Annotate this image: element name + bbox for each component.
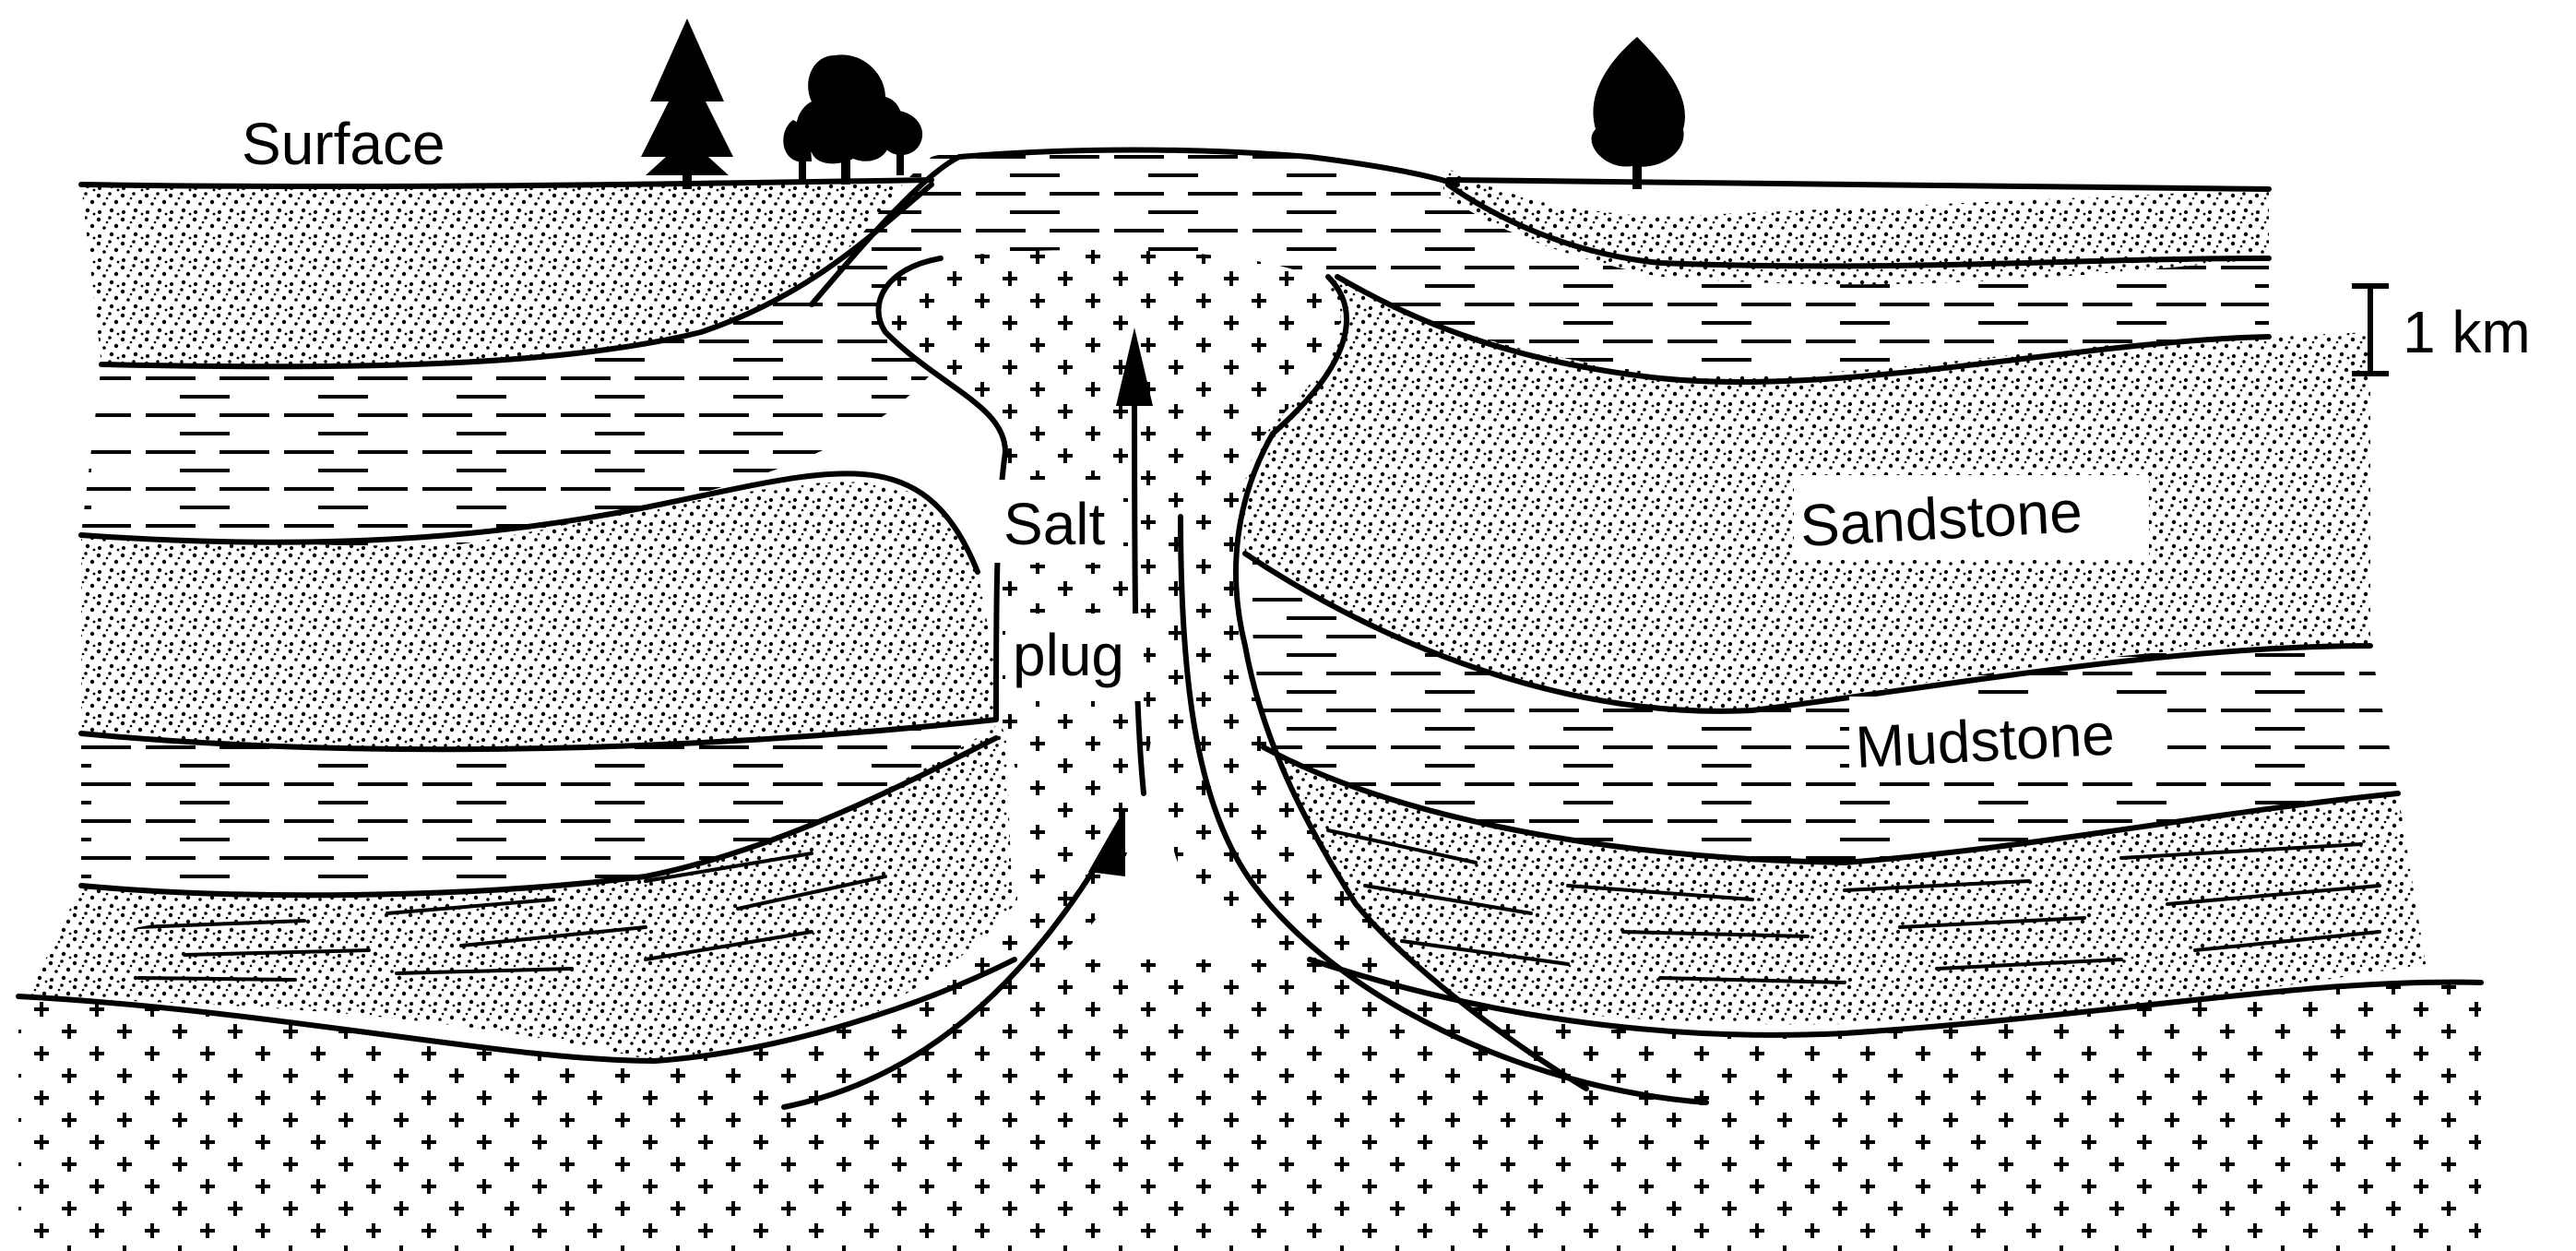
tree-icon <box>641 18 733 189</box>
tree-icon <box>1592 37 1685 189</box>
surface-label: Surface <box>242 111 445 177</box>
scale-label: 1 km <box>2403 299 2531 365</box>
tree-icon <box>783 54 922 185</box>
salt-label: Salt <box>1003 491 1106 557</box>
mudstone-label: Mudstone <box>1854 700 2116 780</box>
surface-line-right <box>1448 180 2269 189</box>
plug-label: plug <box>1013 622 1124 688</box>
